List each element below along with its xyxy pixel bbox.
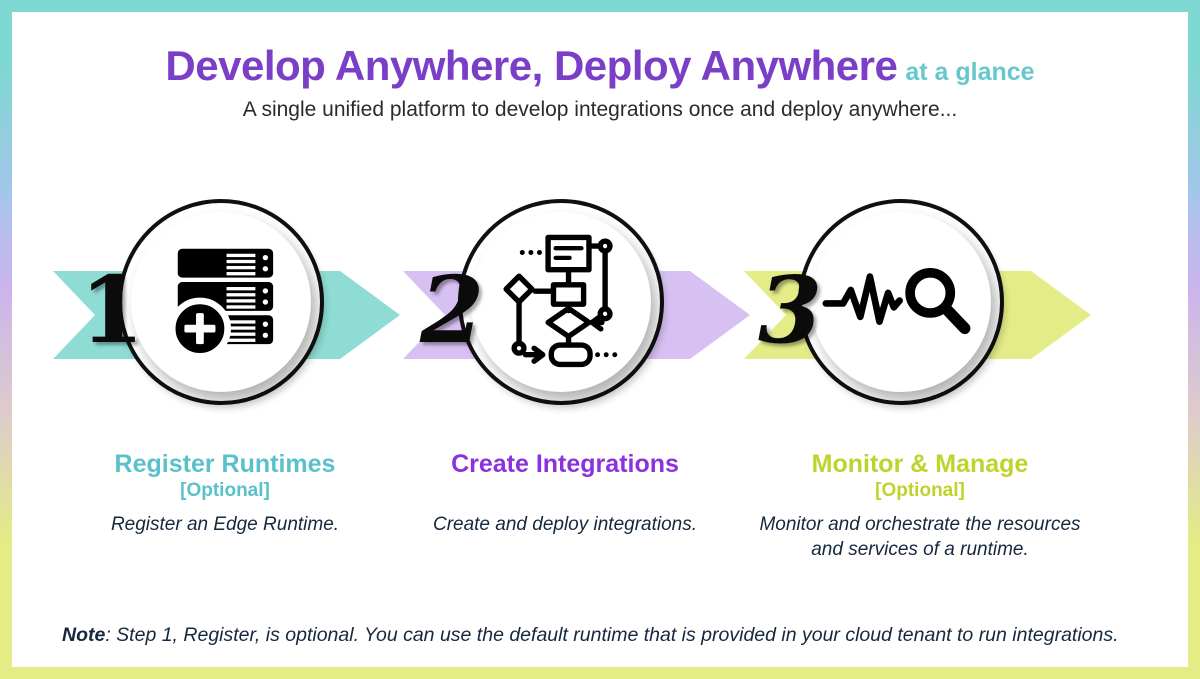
- footnote-text: : Step 1, Register, is optional. You can…: [105, 624, 1119, 646]
- step1-number: 1: [79, 256, 144, 364]
- step2-icon-disc: [471, 212, 651, 392]
- step2-caption: Create Integrations Create and deploy in…: [395, 450, 735, 538]
- step3-description: Monitor and orchestrate the resources an…: [759, 514, 1081, 560]
- footnote-label: Note: [62, 624, 106, 646]
- step1-caption: Register Runtimes [Optional] Register an…: [55, 450, 395, 538]
- step1-optional-badge: [Optional]: [180, 480, 270, 501]
- step2-circle: [458, 199, 664, 405]
- step2-number: 2: [419, 256, 484, 364]
- step3-icon-disc: [811, 212, 991, 392]
- step1-icon-disc: [131, 212, 311, 392]
- step1-title: Register Runtimes: [114, 450, 336, 478]
- monitor-magnifier-icon: [822, 268, 971, 335]
- step3-caption: Monitor & Manage [Optional] Monitor and …: [750, 450, 1090, 562]
- add-server-icon: [168, 248, 274, 360]
- step1-description: Register an Edge Runtime.: [110, 514, 340, 535]
- step3-optional-badge: [Optional]: [875, 480, 965, 501]
- step3-number: 3: [757, 256, 822, 364]
- page-subtitle: A single unified platform to develop int…: [242, 98, 958, 121]
- step2-optional-badge: [395, 479, 735, 503]
- page-title-suffix: at a glance: [905, 58, 1035, 86]
- page-title: Develop Anywhere, Deploy Anywhere: [165, 42, 898, 89]
- step1-circle: [118, 199, 324, 405]
- integration-flowchart-icon: [503, 234, 618, 368]
- footnote: Note: Step 1, Register, is optional. You…: [62, 624, 1119, 647]
- step2-title: Create Integrations: [451, 450, 679, 478]
- step2-description: Create and deploy integrations.: [432, 514, 698, 535]
- step3-title: Monitor & Manage: [811, 450, 1029, 478]
- step3-circle: [798, 199, 1004, 405]
